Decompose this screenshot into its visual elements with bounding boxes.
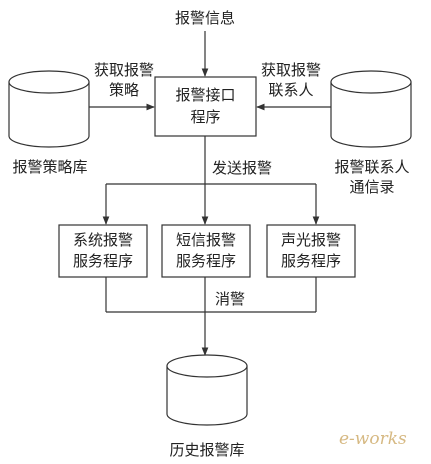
- interface-label-line2: 程序: [190, 108, 221, 126]
- light-service-box: [266, 224, 356, 278]
- clear-alarm-label: 消警: [215, 290, 246, 308]
- alarm-input-label: 报警信息: [174, 9, 235, 27]
- get-contacts-label-line2: 联系人: [268, 81, 314, 99]
- send-alarm-label: 发送报警: [212, 159, 273, 177]
- contacts-db-cylinder: [330, 70, 412, 148]
- policy-db-cylinder: [8, 70, 90, 148]
- system-service-line1: 系统报警: [72, 231, 133, 249]
- get-contacts-label-line1: 获取报警: [260, 61, 321, 79]
- sms-service-box: [161, 224, 251, 278]
- system-service-line2: 服务程序: [72, 252, 133, 270]
- sms-service-line1: 短信报警: [175, 231, 236, 249]
- policy-db-label: 报警策略库: [12, 158, 88, 176]
- get-policy-label-line1: 获取报警: [93, 61, 154, 79]
- light-service-line2: 服务程序: [280, 252, 341, 270]
- history-db-cylinder: [166, 354, 248, 426]
- contacts-db-label-line1: 报警联系人: [334, 158, 410, 176]
- contacts-db-label-line2: 通信录: [349, 178, 395, 196]
- history-db-label: 历史报警库: [169, 441, 245, 459]
- get-policy-label-line2: 策略: [108, 81, 139, 99]
- light-service-line1: 声光报警: [280, 231, 341, 249]
- sms-service-line2: 服务程序: [175, 252, 236, 270]
- e-works-watermark: e-works: [339, 429, 407, 449]
- system-service-box: [58, 224, 148, 278]
- interface-label-line1: 报警接口: [175, 86, 236, 104]
